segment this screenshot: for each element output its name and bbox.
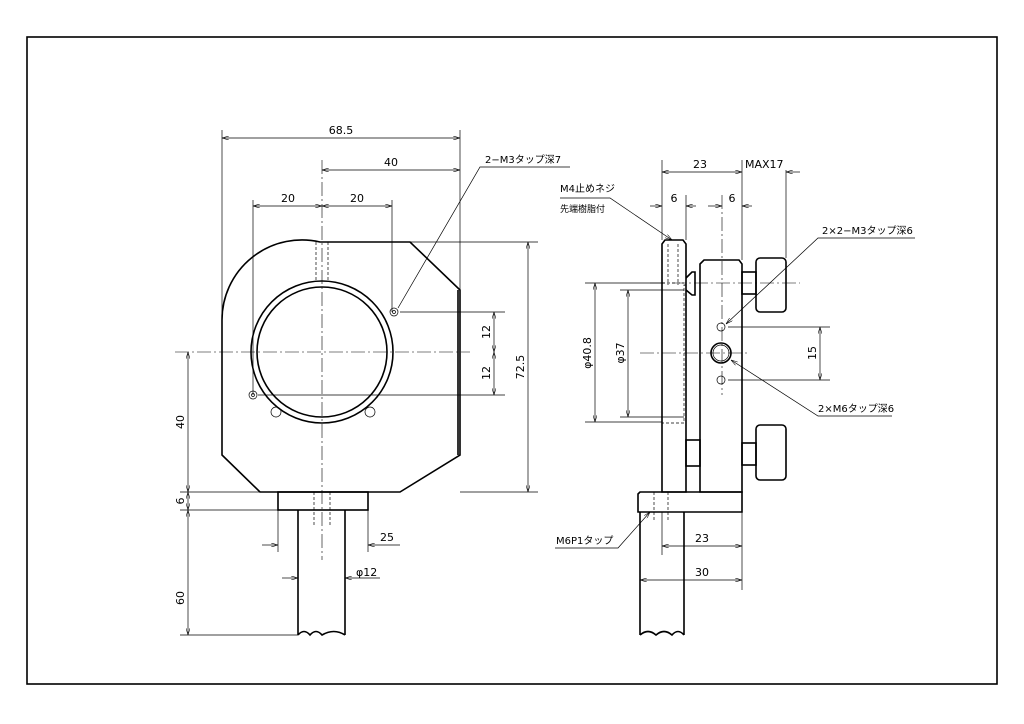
callout-set-screw-tip: 先端樹脂付	[560, 203, 605, 215]
front-view: 68.5 40 20 20 12 12 72.5 40 6 60 25 φ12 …	[174, 124, 570, 637]
dim-center-height: 40	[174, 415, 187, 429]
dim-base-23: 23	[695, 532, 709, 545]
dim-pitch-right: 20	[350, 192, 364, 205]
callout-m3-front: 2−M3タップ深7	[485, 154, 561, 166]
post-base	[277, 491, 369, 511]
dim-base-width: 25	[380, 531, 394, 544]
dim-max: MAX17	[745, 158, 784, 171]
side-view: 23 MAX17 6 6 φ40.8 φ37 15 23 30 M4止めネジ 先…	[555, 158, 915, 637]
dim-post-length: 60	[174, 591, 187, 605]
dim-inner-dia: φ37	[614, 342, 627, 363]
dim-offset-40: 40	[384, 156, 398, 169]
dim-pitch-left: 20	[281, 192, 295, 205]
dim-base-thickness: 6	[174, 498, 187, 505]
dim-block-6: 6	[729, 192, 736, 205]
callout-m3-side: 2×2−M3タップ深6	[822, 225, 913, 237]
side-base	[637, 491, 743, 513]
dim-overall-width: 68.5	[329, 124, 354, 137]
dim-overall-height: 72.5	[514, 355, 527, 380]
dim-v-upper: 12	[480, 325, 493, 339]
dim-depth: 23	[693, 158, 707, 171]
callout-m6p1: M6P1タップ	[556, 535, 613, 547]
adjuster-knob-top	[755, 257, 787, 313]
callout-set-screw: M4止めネジ	[560, 183, 615, 195]
dim-post-diameter: φ12	[356, 566, 377, 579]
dim-v-lower: 12	[480, 366, 493, 380]
callout-m6: 2×M6タップ深6	[818, 403, 894, 415]
dim-base-30: 30	[695, 566, 709, 579]
mirror-plate	[661, 239, 687, 493]
post	[297, 510, 346, 637]
dim-tap-pitch: 15	[806, 346, 819, 360]
dim-plate-6: 6	[671, 192, 678, 205]
dim-outer-dia: φ40.8	[581, 337, 594, 369]
drawing-border	[26, 36, 998, 685]
adjuster-knob-bottom	[755, 424, 787, 481]
